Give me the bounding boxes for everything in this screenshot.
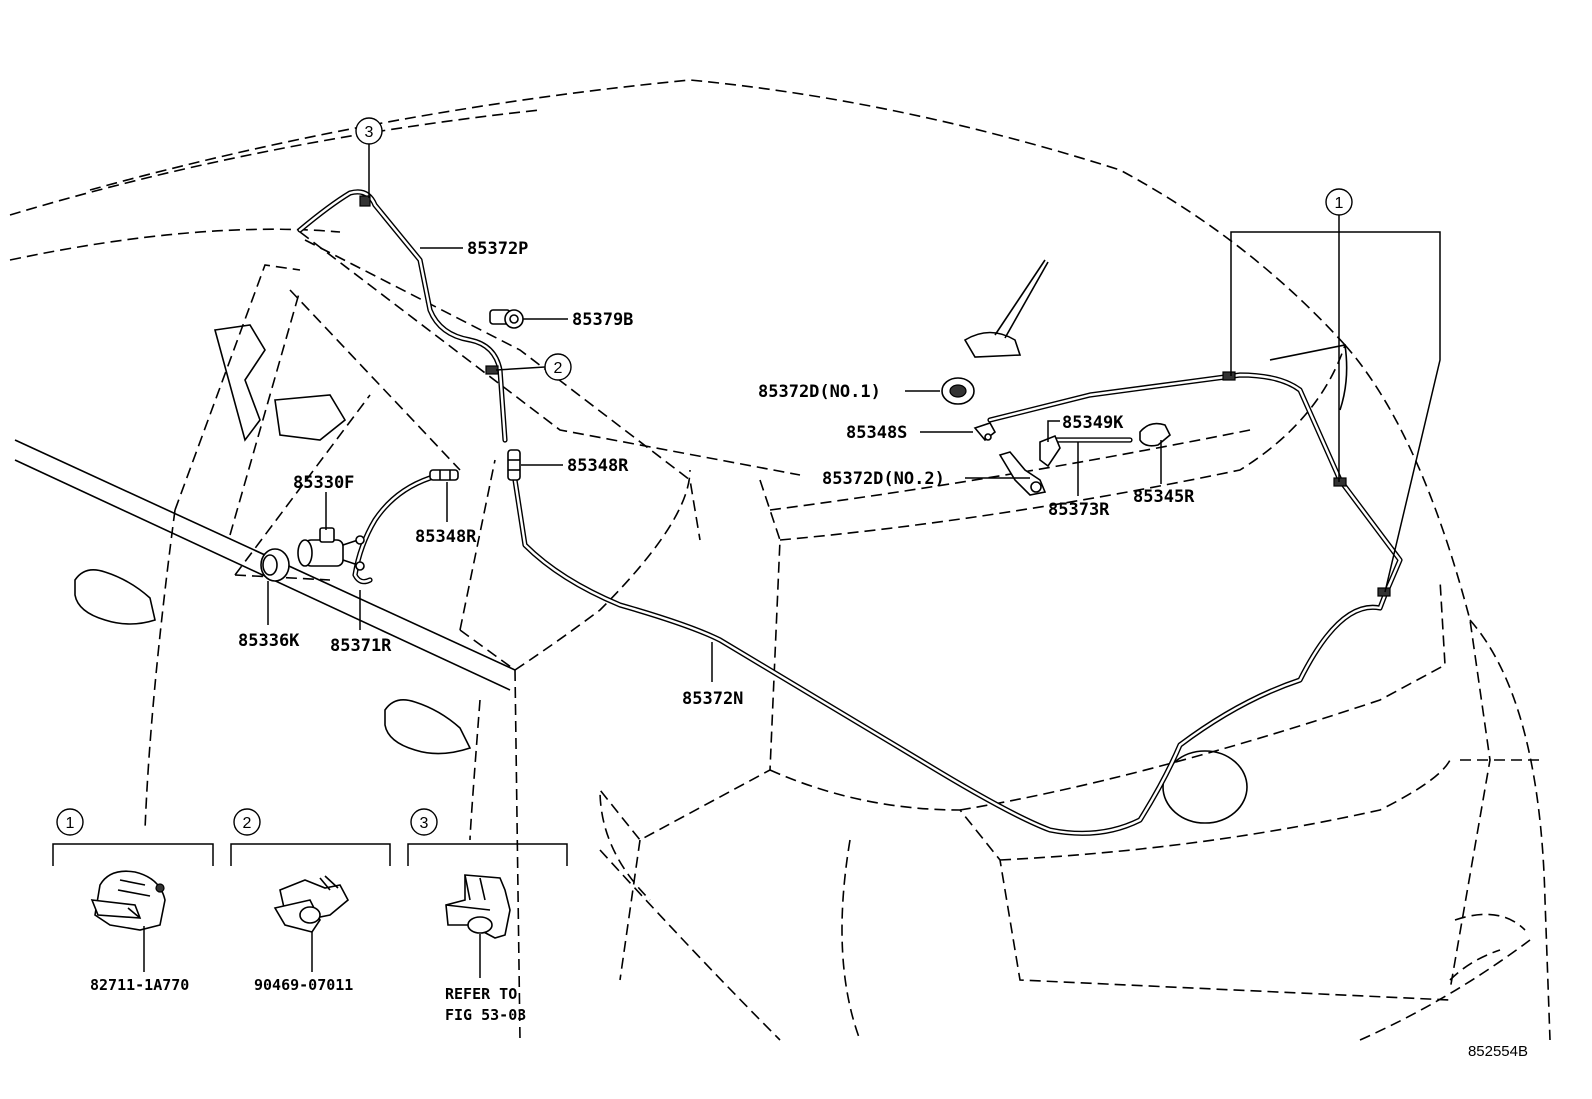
nozzle-no1-shape	[941, 377, 975, 405]
diagram-id: 852554B	[1468, 1043, 1528, 1060]
joint-85348r-left-shape	[429, 469, 459, 481]
label-85336k: 85336K	[238, 581, 300, 651]
legend-item-1-num: 1	[66, 815, 75, 832]
cap-85345r-shape	[1139, 422, 1171, 447]
label-85345r-text: 85345R	[1133, 487, 1195, 507]
label-85330f: 85330F	[293, 473, 354, 530]
label-85379b-text: 85379B	[572, 310, 633, 330]
callout-2-mid-num: 2	[554, 360, 563, 377]
label-85372d-no2-text: 85372D(NO.2)	[822, 469, 945, 489]
callout-2-mid: 2	[495, 353, 572, 381]
label-85348r-left: 85348R	[415, 482, 477, 547]
clamp-1b-shape	[1333, 477, 1347, 487]
label-85372d-no1: 85372D(NO.1)	[758, 382, 940, 402]
label-85348r-left-text: 85348R	[415, 527, 477, 547]
pump-motor-85330f-shape	[297, 527, 365, 571]
label-85348s-text: 85348S	[846, 423, 907, 443]
legend-item-1: 1 82711-1A770	[52, 808, 214, 994]
label-85345r: 85345R	[1133, 440, 1195, 507]
label-85372p: 85372P	[420, 239, 528, 259]
label-85371r: 85371R	[330, 590, 392, 656]
label-85372d-no1-text: 85372D(NO.1)	[758, 382, 881, 402]
joint-85349k-shape	[1039, 434, 1061, 468]
joint-85348r-mid-shape	[507, 449, 521, 481]
label-85348r-mid: 85348R	[521, 456, 629, 476]
label-85330f-text: 85330F	[293, 473, 354, 493]
label-85336k-text: 85336K	[238, 631, 300, 651]
legend-item-3-num: 3	[420, 815, 429, 832]
clamp-82711-icon	[90, 870, 166, 931]
label-85372p-text: 85372P	[467, 239, 528, 259]
grommet-85336k-shape	[260, 548, 290, 582]
clamp-90469-icon	[273, 875, 350, 933]
clamp-1c-shape	[1377, 587, 1391, 597]
clip-fig53-icon	[445, 874, 511, 939]
joint-85348s-shape	[973, 422, 997, 442]
clamp-3-shape	[359, 195, 371, 207]
label-85348r-mid-text: 85348R	[567, 456, 629, 476]
callout-3-top-num: 3	[365, 124, 374, 141]
legend-item-3-line2: FIG 53-03	[445, 1006, 526, 1024]
label-85349k: 85349K	[1047, 413, 1124, 442]
label-85373r-text: 85373R	[1048, 500, 1110, 520]
legend-item-3-line1: REFER TO	[445, 985, 517, 1003]
label-85372n: 85372N	[682, 642, 743, 709]
legend-item-2-num: 2	[243, 815, 252, 832]
grommet-85379b-shape	[489, 309, 524, 329]
callout-1-right-num: 1	[1335, 195, 1344, 212]
label-85372n-text: 85372N	[682, 689, 743, 709]
washer-components	[260, 195, 1391, 597]
legend-item-2-partno: 90469-07011	[254, 976, 353, 994]
label-85349k-text: 85349K	[1062, 413, 1124, 433]
legend: 1 82711-1A770 2 90469-07011	[52, 808, 568, 1024]
callout-3-top: 3	[355, 117, 383, 198]
label-85372d-no2: 85372D(NO.2)	[822, 469, 1030, 489]
callout-1-right: 1	[1230, 188, 1441, 593]
legend-item-2: 2 90469-07011	[230, 808, 391, 994]
vehicle-body-outline	[9, 79, 1551, 1041]
label-85371r-text: 85371R	[330, 636, 392, 656]
legend-item-1-partno: 82711-1A770	[90, 976, 189, 994]
label-85373r: 85373R	[1048, 442, 1110, 520]
clamp-1a-shape	[1222, 371, 1236, 381]
label-85379b: 85379B	[523, 310, 633, 330]
label-85348s: 85348S	[846, 423, 973, 443]
legend-item-3: 3 REFER TO FIG 53-03	[407, 808, 568, 1024]
nozzle-no2-shape	[998, 451, 1047, 496]
